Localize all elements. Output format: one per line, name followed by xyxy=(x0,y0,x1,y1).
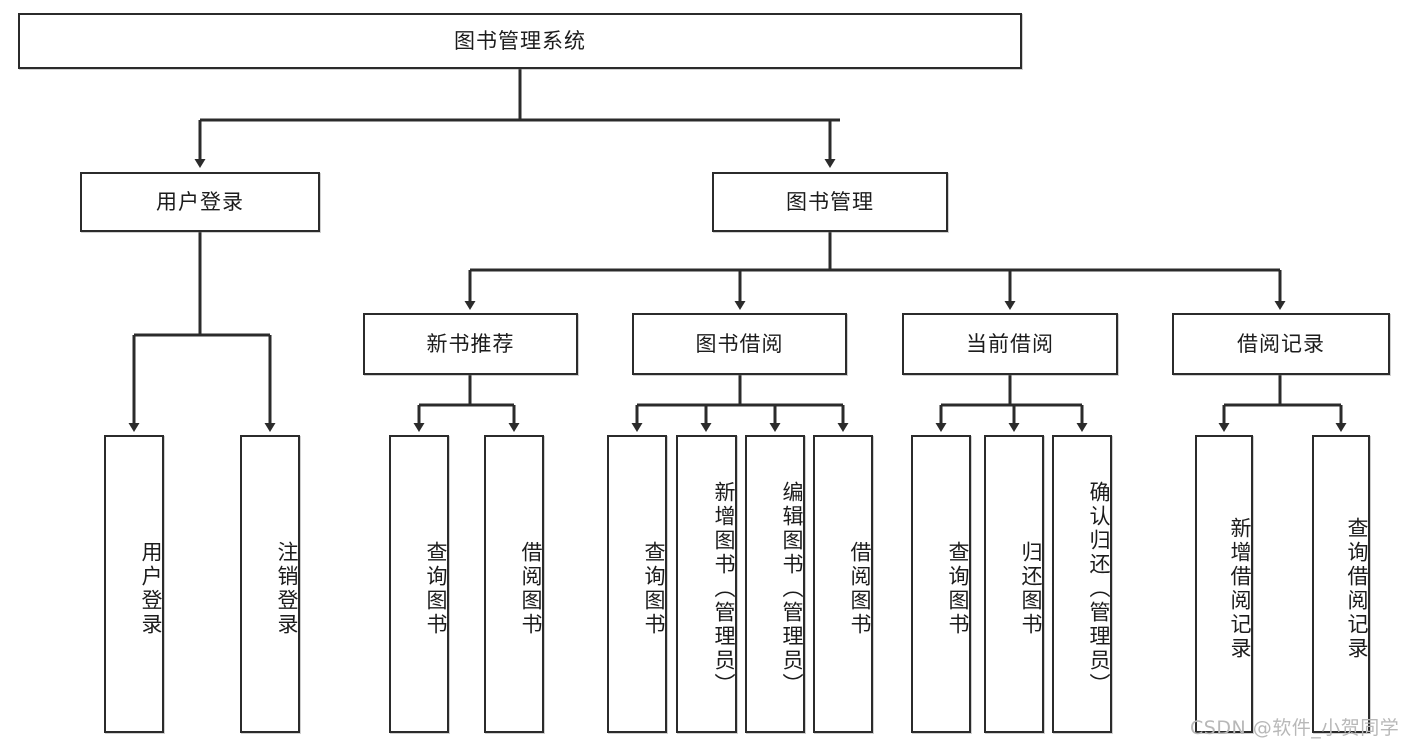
leaf-query-book-rec[interactable]: 查询图书 xyxy=(389,435,449,733)
node-root-label: 图书管理系统 xyxy=(454,28,586,53)
leaf-return-book-label: 归还图书 xyxy=(1019,541,1043,637)
leaf-query-book-current[interactable]: 查询图书 xyxy=(911,435,971,733)
node-borrow-record[interactable]: 借阅记录 xyxy=(1172,313,1390,375)
node-new-book-rec[interactable]: 新书推荐 xyxy=(363,313,578,375)
node-user-login[interactable]: 用户登录 xyxy=(80,172,320,232)
node-borrow-record-label: 借阅记录 xyxy=(1237,331,1325,356)
leaf-edit-book-label: 编辑图书（管理员） xyxy=(780,481,804,697)
node-book-borrow[interactable]: 图书借阅 xyxy=(632,313,847,375)
leaf-borrow-book-label: 借阅图书 xyxy=(848,541,872,637)
leaf-query-book-borrow[interactable]: 查询图书 xyxy=(607,435,667,733)
leaf-query-book-current-label: 查询图书 xyxy=(946,541,970,637)
leaf-add-record[interactable]: 新增借阅记录 xyxy=(1195,435,1253,733)
leaf-confirm-return-label: 确认归还（管理员） xyxy=(1087,481,1111,697)
node-user-login-label: 用户登录 xyxy=(156,189,244,214)
leaf-borrow-book[interactable]: 借阅图书 xyxy=(813,435,873,733)
leaf-user-login-label: 用户登录 xyxy=(139,541,163,637)
leaf-add-book[interactable]: 新增图书（管理员） xyxy=(676,435,737,733)
leaf-return-book[interactable]: 归还图书 xyxy=(984,435,1044,733)
node-current-borrow-label: 当前借阅 xyxy=(966,331,1054,356)
leaf-borrow-book-rec-label: 借阅图书 xyxy=(519,541,543,637)
leaf-user-login[interactable]: 用户登录 xyxy=(104,435,164,733)
leaf-query-record[interactable]: 查询借阅记录 xyxy=(1312,435,1370,733)
leaf-borrow-book-rec[interactable]: 借阅图书 xyxy=(484,435,544,733)
node-root[interactable]: 图书管理系统 xyxy=(18,13,1022,69)
node-book-manage[interactable]: 图书管理 xyxy=(712,172,948,232)
watermark: CSDN @软件_小贺同学 xyxy=(1190,717,1400,739)
leaf-confirm-return[interactable]: 确认归还（管理员） xyxy=(1052,435,1112,733)
leaf-query-book-rec-label: 查询图书 xyxy=(424,541,448,637)
node-current-borrow[interactable]: 当前借阅 xyxy=(902,313,1118,375)
leaf-user-logout[interactable]: 注销登录 xyxy=(240,435,300,733)
node-new-book-rec-label: 新书推荐 xyxy=(426,331,515,356)
leaf-user-logout-label: 注销登录 xyxy=(275,541,299,637)
leaf-edit-book[interactable]: 编辑图书（管理员） xyxy=(745,435,805,733)
leaf-query-book-borrow-label: 查询图书 xyxy=(642,541,666,637)
leaf-add-book-label: 新增图书（管理员） xyxy=(712,481,736,697)
node-book-borrow-label: 图书借阅 xyxy=(695,331,784,356)
node-book-manage-label: 图书管理 xyxy=(786,189,874,214)
leaf-query-record-label: 查询借阅记录 xyxy=(1345,517,1369,661)
leaf-add-record-label: 新增借阅记录 xyxy=(1228,517,1252,661)
